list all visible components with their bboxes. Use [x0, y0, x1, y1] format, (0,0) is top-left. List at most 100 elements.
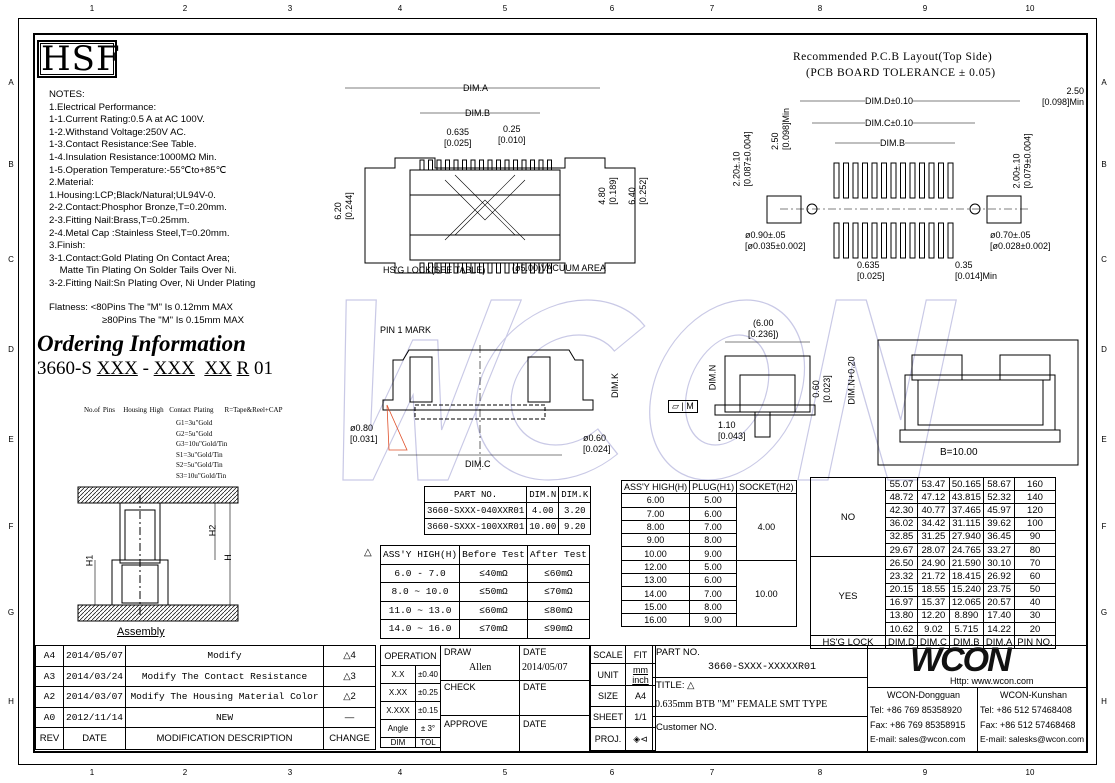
note-line: 1-3.Contact Resistance:See Table.: [49, 139, 197, 151]
table-cell: 26.92: [982, 569, 1016, 584]
end-view-drawing: [714, 341, 816, 438]
table-cell: 55.07: [885, 476, 918, 492]
table-cell: 9.00: [620, 533, 691, 548]
contact-pin: [436, 262, 442, 274]
hsf-logo: HSF: [37, 40, 120, 78]
assembly-h: H: [222, 554, 233, 561]
table-cell: 2012/11/14: [62, 706, 127, 728]
contact-pin: [445, 159, 450, 171]
table-row: X.X±0.40: [380, 665, 441, 684]
pcb-pad: [928, 162, 935, 199]
zone-row-label: B: [8, 160, 14, 169]
pcb-pad: [928, 222, 935, 259]
note-line: 1-2.Withstand Voltage:250V AC.: [49, 126, 187, 138]
pcb-v200: 2.00±.10[0.079±0.004]: [1011, 133, 1033, 189]
table-cell: Modify The Housing Material Color: [125, 686, 325, 708]
plating-option: G2=5u"Gold: [176, 429, 213, 438]
table-cell: ≤50mΩ: [459, 582, 528, 602]
table-cell: 48.72: [885, 490, 918, 505]
plating-option: S1=3u"Gold/Tin: [176, 450, 223, 459]
zone-row-label: F: [1101, 522, 1107, 531]
table-cell: ASS'Y HIGH(H): [379, 545, 461, 565]
table-cell: 3660-SXXX-100XXR01: [423, 518, 528, 535]
contact-pin: [479, 159, 484, 171]
zone-column-label: 5: [502, 768, 508, 777]
pcb-pad: [900, 162, 906, 199]
table-cell: 8.890: [948, 608, 984, 624]
zone-column-label: 3: [287, 4, 293, 13]
table-cell: 9.00: [689, 612, 738, 628]
table-cell: 58.67: [982, 476, 1016, 492]
note-line: 1-1.Current Rating:0.5 A at AC 100V.: [49, 114, 205, 126]
table-cell: 23.75: [982, 582, 1016, 597]
zone-column-label: 3: [287, 768, 293, 777]
zone-row-label: E: [8, 435, 14, 444]
table-cell: 60: [1014, 569, 1056, 584]
pcb-pad: [900, 222, 906, 259]
table-cell: 18.415: [948, 569, 984, 584]
table-cell: 7.00: [620, 506, 691, 521]
socket-height-cell: 4.00: [736, 493, 797, 561]
company-url[interactable]: Http: www.wcon.com: [950, 676, 1034, 686]
approve-date-cell: DATE: [519, 715, 590, 752]
table-cell: 5.00: [689, 493, 738, 508]
table-cell: 12.00: [620, 559, 691, 575]
table-cell: Modify The Contact Resistance: [125, 665, 325, 687]
pcb-pad: [881, 222, 887, 259]
note-line: 3-1.Contact:Gold Plating On Contact Area…: [49, 252, 230, 264]
table-cell: After Test: [526, 545, 590, 565]
pcb-pad: [919, 162, 925, 199]
table-cell: 33.27: [982, 542, 1016, 558]
table-cell: 8.00: [689, 599, 738, 614]
zone-column-label: 1: [89, 768, 95, 777]
table-cell: 24.90: [916, 556, 950, 571]
hsg-lock-callout: HS'G LOCK(SEE TABLE): [383, 265, 486, 275]
table-cell: 9.20: [558, 518, 592, 535]
table-cell: A0: [35, 706, 64, 728]
zone-row-label: D: [8, 345, 14, 354]
table-cell: ≤90mΩ: [526, 619, 590, 639]
pcb-w035: 0.35[0.014]Min: [955, 260, 998, 281]
notes-block: NOTES:1.Electrical Performance:1-1.Curre…: [49, 89, 255, 291]
ordering-code: 3660-S XXX - XXX XX R 01: [37, 358, 273, 379]
table-cell: 6.00: [620, 493, 691, 508]
table-cell: 14.0 ~ 16.0: [379, 619, 461, 639]
table-cell: 2014/03/07: [62, 686, 127, 708]
table-cell: 39.62: [982, 516, 1016, 531]
projection-symbol-icon: ◈⊲: [625, 727, 657, 751]
table-row: 14.0 ~ 16.0≤70mΩ≤90mΩ: [379, 619, 590, 639]
contact-pin: [521, 159, 527, 171]
watermark-letter-c: [475, 299, 646, 481]
pcb-pad: [938, 162, 944, 199]
table-cell: 16.97: [885, 595, 918, 610]
plating-option: S2=5u"Gold/Tin: [176, 461, 223, 470]
side-d060: ø0.60[0.024]: [583, 433, 611, 454]
note-line: 1-5.Operation Temperature:-55℃to+85℃: [49, 164, 227, 176]
table-cell: X.X: [380, 665, 416, 684]
revision-triangle-icon: △2: [323, 686, 377, 708]
table-cell: 5.00: [689, 559, 738, 575]
table-cell: 24.765: [948, 542, 984, 558]
table-cell: A3: [35, 665, 64, 687]
hsg-lock-cell: NO: [810, 476, 886, 558]
note-line: 3.Finish:: [49, 240, 86, 252]
plating-option: S3=10u"Gold/Tin: [176, 471, 227, 480]
table-cell: 6.00: [689, 506, 738, 521]
contact-pin: [479, 262, 484, 274]
side-dim-c: DIM.C: [465, 459, 491, 469]
table-cell: 8.00: [689, 533, 738, 548]
table-cell: 18.55: [916, 582, 950, 597]
table-cell: 14.00: [620, 586, 691, 601]
zone-row-label: C: [8, 255, 14, 264]
table-row: X.XX±0.25: [380, 683, 441, 702]
table-cell: MODIFICATION DESCRIPTION: [125, 727, 325, 750]
